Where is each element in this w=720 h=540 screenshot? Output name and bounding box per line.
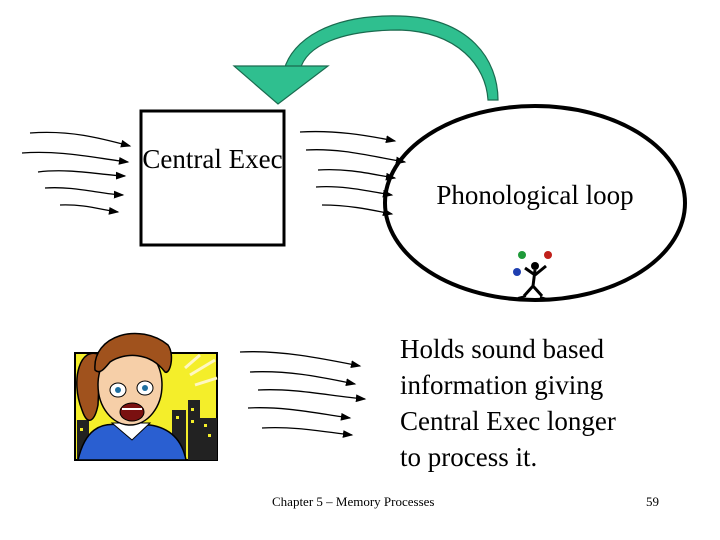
phonological-loop-ellipse xyxy=(383,104,687,302)
description-line: Central Exec longer xyxy=(400,406,616,436)
page-number: 59 xyxy=(646,494,659,509)
surprised-person-clipart-icon xyxy=(74,332,218,461)
description-line: Holds sound based xyxy=(400,334,604,364)
speed-lines-icon xyxy=(299,130,407,217)
central-exec-box xyxy=(139,109,286,247)
speed-lines-icon xyxy=(21,131,132,215)
central-exec-label: Central Exec xyxy=(142,144,283,174)
description-text: Holds sound based information giving Cen… xyxy=(400,331,710,475)
curved-feedback-arrow-icon xyxy=(232,15,499,105)
description-line: to process it. xyxy=(400,442,538,472)
speed-lines-icon xyxy=(239,351,367,438)
phonological-loop-label: Phonological loop xyxy=(436,180,634,210)
description-line: information giving xyxy=(400,370,604,400)
juggler-clipart-icon xyxy=(513,251,552,301)
footer-text: Chapter 5 – Memory Processes xyxy=(272,494,435,509)
